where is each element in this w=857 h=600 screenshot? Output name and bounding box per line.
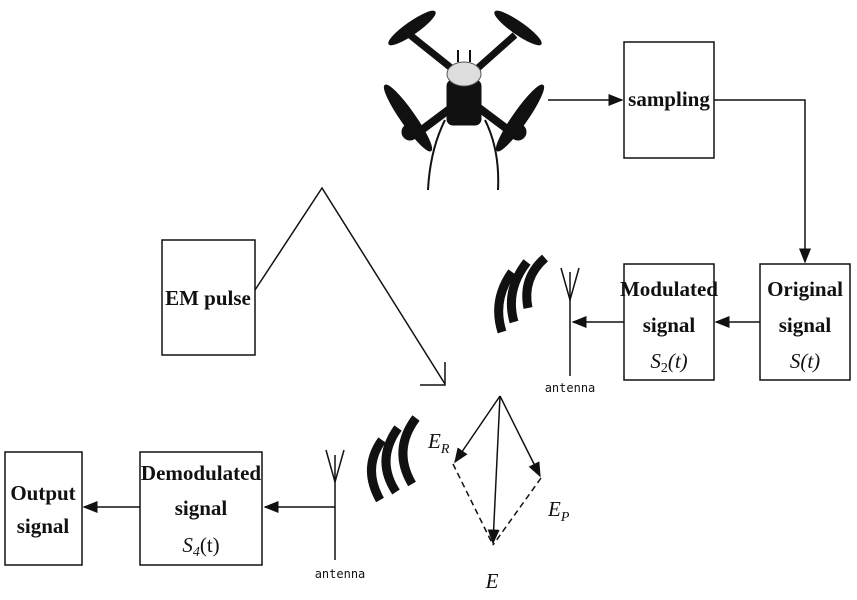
sampling-to-original-arrow [714,99,811,264]
radio-waves-icon [494,254,549,334]
original-label-2: signal [779,313,832,337]
modulated-label-3: S2(t) [650,349,687,376]
antenna-label-upper: antenna [545,381,596,395]
em-pulse-path [254,186,446,385]
e-label: E [485,569,499,593]
original-label-1: Original [767,277,843,301]
modulated-label-1: Modulated [620,277,718,301]
em-pulse-label: EM pulse [165,286,251,310]
em-pulse-arrowhead [420,362,446,386]
demodulated-label-1: Demodulated [141,461,261,485]
original-label-3: S(t) [790,349,820,373]
er-label: ER [427,429,450,457]
modulated-label-2: signal [643,313,696,337]
ep-label: EP [547,497,570,525]
e-vector [487,395,501,545]
demodulated-signal-box [139,451,263,566]
drone-image [383,10,545,191]
demodulated-label-3: S4(t) [182,533,219,560]
sampling-label: sampling [628,87,710,111]
antenna-icon [560,267,580,376]
ep-vector [499,395,541,478]
radio-waves-icon [367,415,420,503]
antenna-label-lower: antenna [315,567,366,581]
antenna-icon [325,449,345,560]
em-pulse-box [161,239,256,356]
output-label-2: signal [17,514,70,538]
demodulated-label-2: signal [175,496,228,520]
er-vector [454,395,501,464]
field-vector-diagram [452,395,542,546]
output-label-1: Output [10,481,75,505]
output-signal-box [4,451,83,566]
